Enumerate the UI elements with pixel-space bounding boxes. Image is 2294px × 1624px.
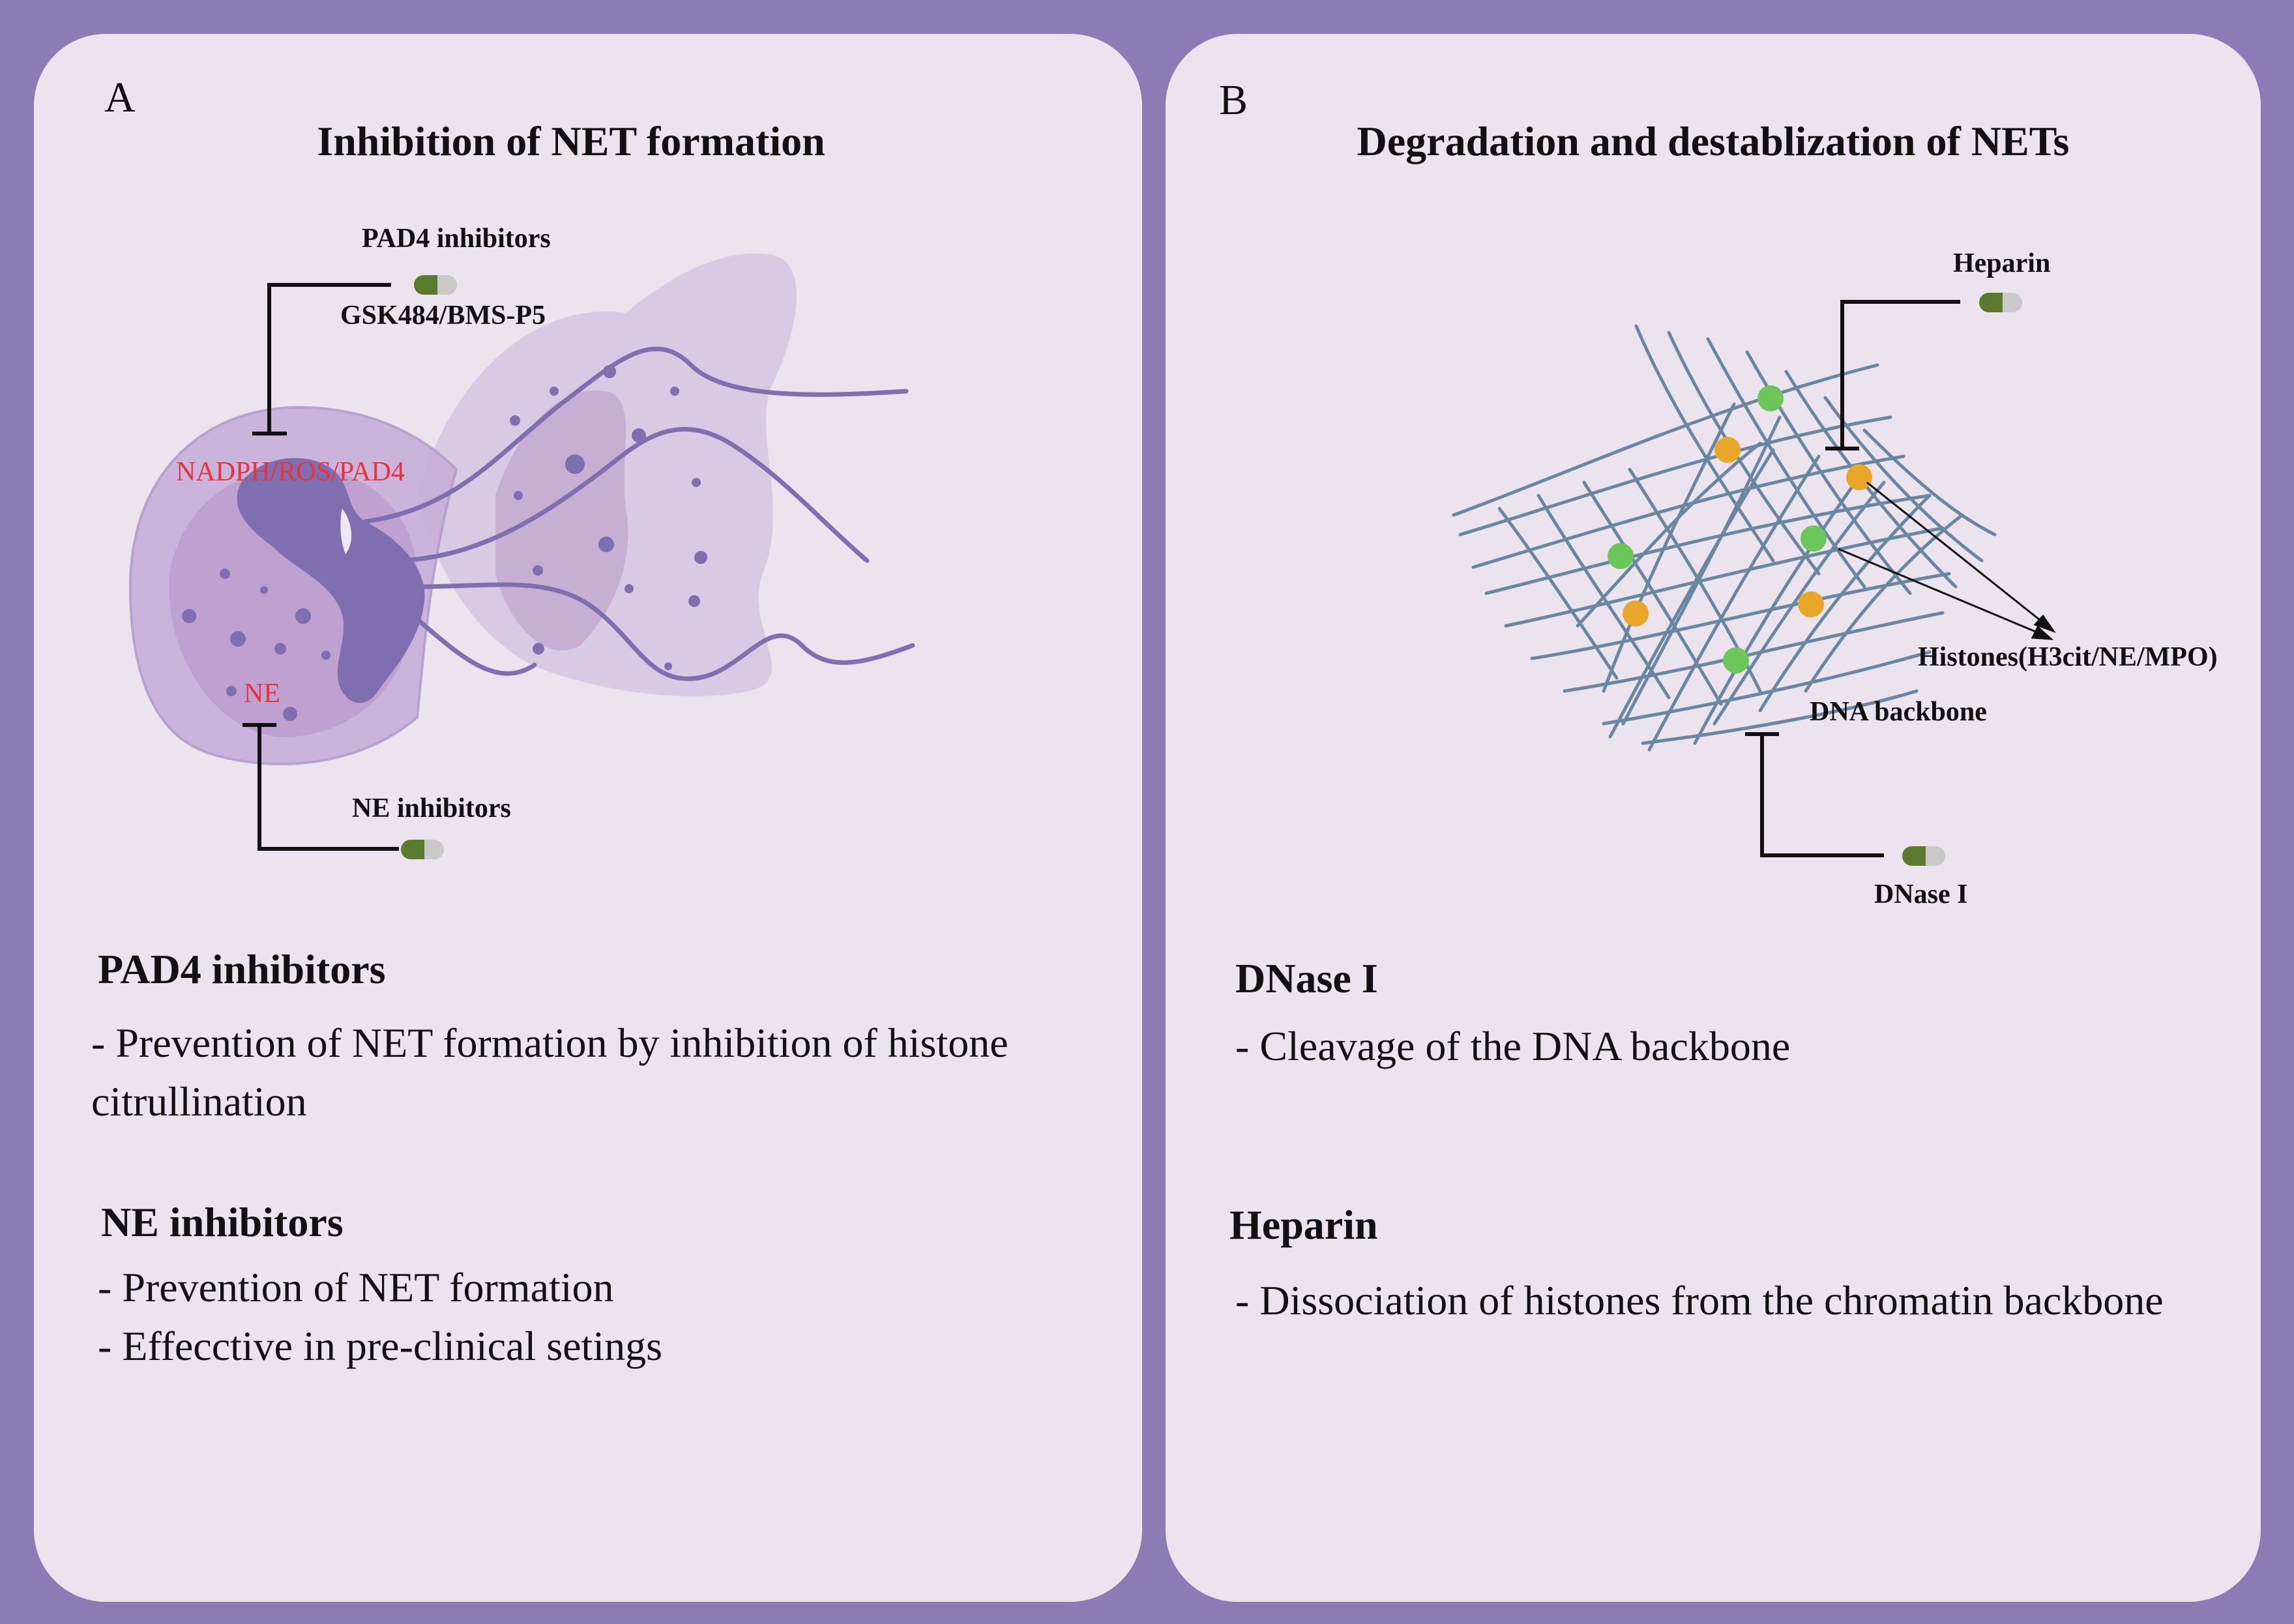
histone-dots (1608, 385, 1872, 673)
heparin-pill-icon (1979, 293, 2022, 312)
ne-inhibition-line (243, 723, 399, 851)
pad4-description-line-1: - Prevention of NET formation by inhibit… (91, 1020, 1008, 1066)
dnase-pill-icon (1902, 846, 1945, 866)
heparin-label: Heparin (1953, 248, 2051, 278)
histones-label: Histones(H3cit/NE/MPO) (1918, 642, 2218, 672)
dnase-i-label: DNase I (1874, 879, 1968, 909)
dnase-i-heading: DNase I (1235, 955, 1378, 1001)
nadph-ros-pad4-label: NADPH/ROS/PAD4 (176, 457, 405, 487)
ne-label: NE (244, 679, 280, 709)
panel-a (34, 34, 1142, 1602)
panel-b (1166, 34, 2261, 1602)
ne-description-line-1: - Prevention of NET formation (98, 1264, 614, 1310)
ne-heading: NE inhibitors (101, 1199, 344, 1245)
heparin-inhibition-line (1825, 300, 1960, 450)
dna-mesh (1452, 324, 1997, 752)
panel-b-letter: B (1219, 76, 1248, 124)
heparin-heading: Heparin (1229, 1202, 1378, 1248)
heparin-description: - Dissociation of histones from the chro… (1235, 1277, 2164, 1323)
neutrophil-illustration (128, 253, 915, 765)
nucleus-highlight (340, 509, 352, 554)
pad4-inhibition-line (252, 283, 391, 436)
panel-a-title: Inhibition of NET formation (317, 118, 825, 164)
ne-description-line-2: - Effecctive in pre-clinical setings (98, 1323, 662, 1369)
dna-backbone-label: DNA backbone (1810, 697, 1987, 727)
granules (182, 365, 707, 721)
pad4-inhibitors-label: PAD4 inhibitors (362, 224, 551, 254)
dnase-i-description: - Cleavage of the DNA backbone (1235, 1023, 1791, 1069)
chromatin-strands (362, 346, 915, 681)
dnase-inhibition-line (1745, 732, 1884, 857)
pad4-heading: PAD4 inhibitors (98, 946, 386, 992)
pad4-pill-icon (414, 275, 457, 295)
gsk-compound-label: GSK484/BMS-P5 (340, 301, 546, 331)
histone-pointer-arrows (1838, 481, 2056, 640)
nucleus (237, 458, 425, 703)
pad4-description-line-2: citrullination (91, 1078, 307, 1125)
panel-b-title: Degradation and destablization of NETs (1357, 118, 2070, 164)
ne-pill-icon (401, 840, 444, 859)
panel-a-letter: A (104, 74, 136, 121)
ne-inhibitors-label: NE inhibitors (352, 793, 511, 823)
